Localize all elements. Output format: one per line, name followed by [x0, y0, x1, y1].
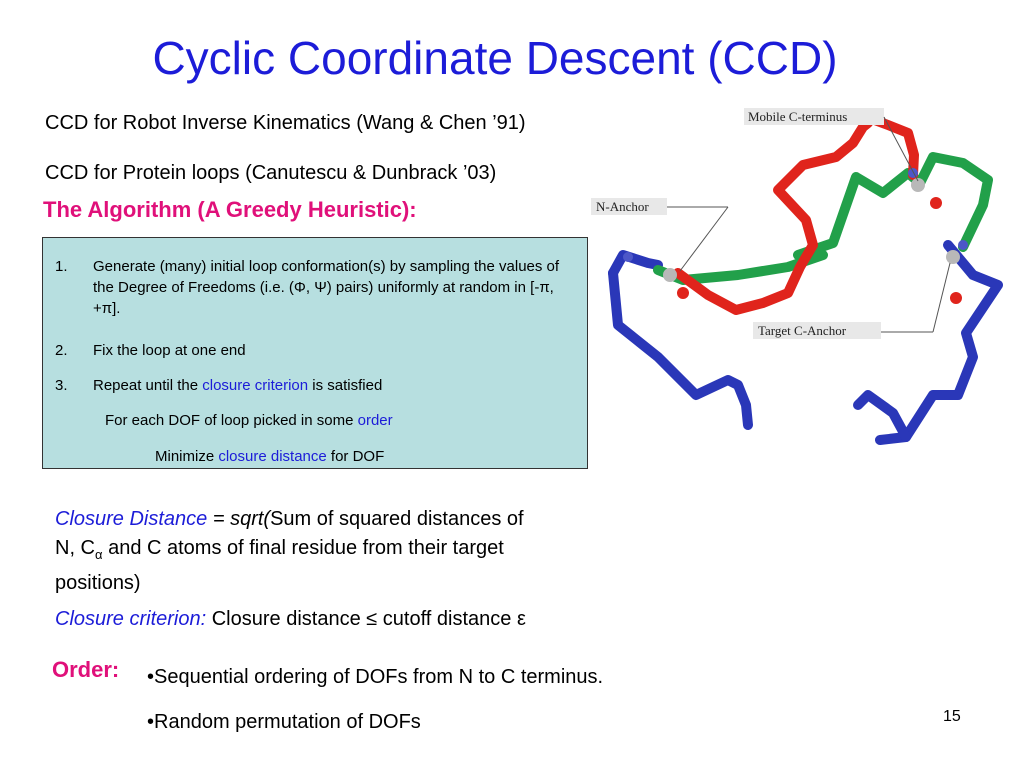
step-1-text: Generate (many) initial loop conformatio…	[93, 258, 560, 317]
substep-for-each-dof: For each DOF of loop picked in some orde…	[105, 412, 393, 429]
target-anchor-oxygen	[950, 292, 962, 304]
step-3-number: 3.	[55, 377, 68, 394]
n-anchor-oxygen	[677, 287, 689, 299]
nitrogen-atom-3	[958, 240, 968, 250]
step-2-text: Fix the loop at one end	[93, 342, 246, 359]
substep-minimize: Minimize closure distance for DOF	[155, 448, 385, 465]
closure-criterion-definition: Closure criterion: Closure distance ≤ cu…	[55, 608, 526, 630]
nitrogen-atom-2	[908, 168, 918, 178]
mobile-c-terminus-label: Mobile C-terminus	[748, 109, 847, 124]
robot-ik-reference: CCD for Robot Inverse Kinematics (Wang &…	[45, 112, 526, 134]
target-anchor-atom	[946, 250, 960, 264]
blue-backbone-right-branch	[853, 390, 911, 442]
blue-backbone-start	[608, 250, 663, 278]
algorithm-heading: The Algorithm (A Greedy Heuristic):	[43, 197, 417, 222]
algorithm-box: 1. Generate (many) initial loop conforma…	[42, 237, 588, 469]
c-terminus-oxygen	[930, 197, 942, 209]
order-item-random: •Random permutation of DOFs	[147, 711, 421, 733]
n-anchor-atom	[663, 268, 677, 282]
step-2-number: 2.	[55, 342, 68, 359]
c-terminus-atom	[911, 178, 925, 192]
step-1: 1. Generate (many) initial loop conforma…	[55, 256, 563, 319]
slide-title: Cyclic Coordinate Descent (CCD)	[152, 32, 838, 84]
page-number: 15	[943, 708, 961, 725]
protein-loops-reference: CCD for Protein loops (Canutescu & Dunbr…	[45, 162, 497, 184]
target-c-anchor-label: Target C-Anchor	[758, 323, 847, 338]
order-label: Order:	[52, 657, 120, 682]
closure-criterion-term: closure criterion	[202, 377, 309, 394]
closure-distance-definition: Closure Distance = sqrt(Sum of squared d…	[55, 508, 524, 594]
blue-backbone-right	[875, 240, 1003, 445]
step-3: 3. Repeat until the closure criterion is…	[55, 375, 563, 396]
closure-distance-term: closure distance	[218, 448, 327, 465]
order-term: order	[357, 412, 393, 429]
step-1-number: 1.	[55, 258, 68, 275]
step-2: 2. Fix the loop at one end	[55, 340, 563, 361]
step-3-text: Repeat until the closure criterion is sa…	[93, 377, 383, 394]
closure-criterion-label: Closure criterion:	[55, 608, 207, 630]
nitrogen-atom-1	[623, 252, 633, 262]
n-anchor-label: N-Anchor	[596, 199, 649, 214]
blue-backbone-left	[608, 268, 753, 430]
order-item-sequential: •Sequential ordering of DOFs from N to C…	[147, 666, 604, 688]
green-loop-upper	[793, 152, 993, 260]
protein-loop-figure: Mobile C-terminus N-Anchor Target C-Anch…	[591, 108, 1003, 445]
closure-distance-label: Closure Distance	[55, 508, 208, 530]
red-loop	[673, 108, 873, 315]
